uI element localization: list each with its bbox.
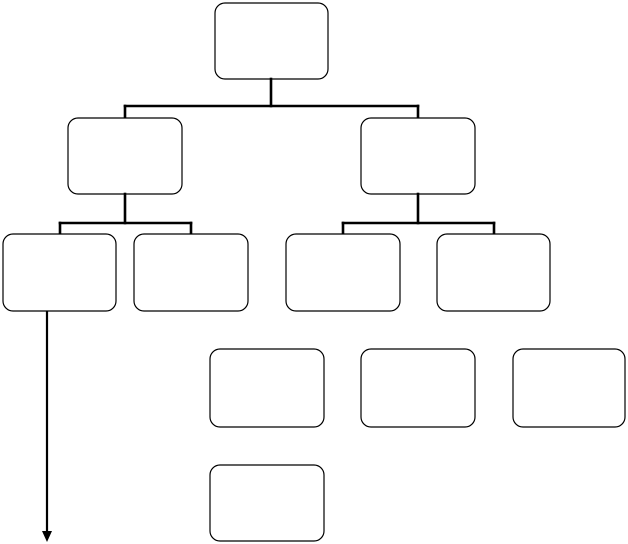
node-level1-right: [360, 117, 476, 195]
node-row4-a: [209, 464, 325, 542]
node-level2-d: [436, 233, 551, 312]
node-row3-a: [209, 348, 325, 428]
node-level2-a: [2, 233, 117, 312]
node-row3-b: [360, 348, 476, 428]
node-level2-b: [133, 233, 249, 312]
node-level2-c: [285, 233, 401, 312]
down-arrow: [42, 311, 52, 542]
node-row3-c: [512, 348, 626, 428]
right-subtree-connector: [341, 192, 496, 236]
left-subtree-connector: [58, 192, 193, 236]
root-connector: [123, 77, 420, 120]
node-level1-left: [67, 117, 183, 195]
node-root: [214, 2, 329, 80]
